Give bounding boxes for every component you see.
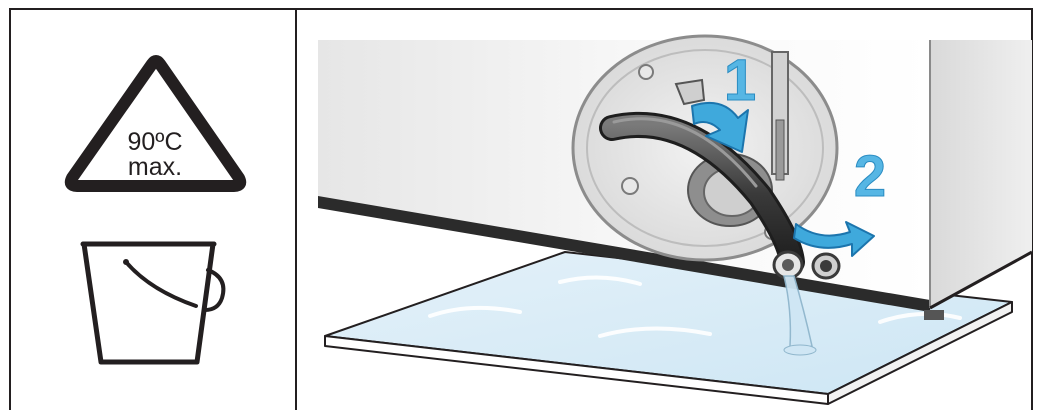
step-1-number: 1: [724, 48, 756, 113]
warning-max-text: max.: [128, 153, 182, 181]
warning-temperature-text: 90ºC: [128, 128, 183, 156]
bucket-icon: [83, 244, 223, 362]
hot-water-warning-triangle-icon: 90ºC max.: [71, 61, 240, 186]
drain-illustration: 1 2: [318, 36, 1032, 404]
step-2-number: 2: [854, 144, 886, 209]
